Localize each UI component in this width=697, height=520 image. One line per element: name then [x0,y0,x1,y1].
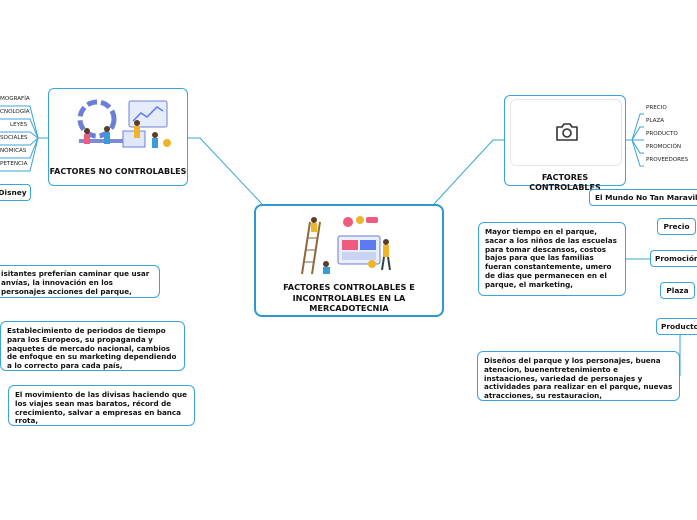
center-title: FACTORES CONTROLABLES E INCONTROLABLES E… [283,282,415,313]
camera-icon [556,123,578,141]
precio-node[interactable]: Precio [657,218,696,235]
label-proveedores: PROVEEDORES [646,157,689,163]
label-economicas: NÓMICAS [0,148,27,154]
label-demografia: MOGRAFÍA [0,96,30,102]
controlables-node[interactable]: FACTORES CONTROLABLES [504,95,626,192]
note-divisas[interactable]: El movimiento de las divisas haciendo qu… [8,385,195,426]
label-precio: PRECIO [646,105,667,111]
promocion-node[interactable]: Promoción [650,250,697,267]
disney-node[interactable]: Disney [0,184,31,201]
label-producto: PRODUCTO [646,131,678,137]
note-producto[interactable]: Diseños del parque y los personajes, bue… [477,351,680,401]
controlables-title: FACTORES CONTROLABLES [529,173,601,192]
label-plaza: PLAZA [646,118,665,124]
no-controlables-title: FACTORES NO CONTROLABLES [49,167,187,176]
team-working-illustration [77,99,171,148]
note-europeos[interactable]: Establecimiento de periodos de tiempo pa… [0,321,185,371]
no-controlables-node[interactable]: FACTORES NO CONTROLABLES [48,88,188,186]
note-precio[interactable]: Mayor tiempo en el parque, sacar a los n… [478,222,626,296]
plaza-node[interactable]: Plaza [660,282,695,299]
producto-node[interactable]: Producto [656,318,697,335]
note-sociales[interactable]: isitantes preferían caminar que usar anv… [0,265,160,298]
mundo-node[interactable]: El Mundo No Tan Maravilloso [589,189,697,206]
label-competencia: PETENCIA [0,161,28,167]
label-sociales: SOCIALES [0,135,28,141]
people-team-illustration [301,216,391,275]
label-promocion: PROMOCIÓN [646,144,682,150]
label-leyes: LEYES [10,122,28,128]
image-placeholder [510,99,622,166]
label-tecnologia: CNOLOGÍA [0,109,30,115]
center-node[interactable]: FACTORES CONTROLABLES E INCONTROLABLES E… [254,204,444,317]
